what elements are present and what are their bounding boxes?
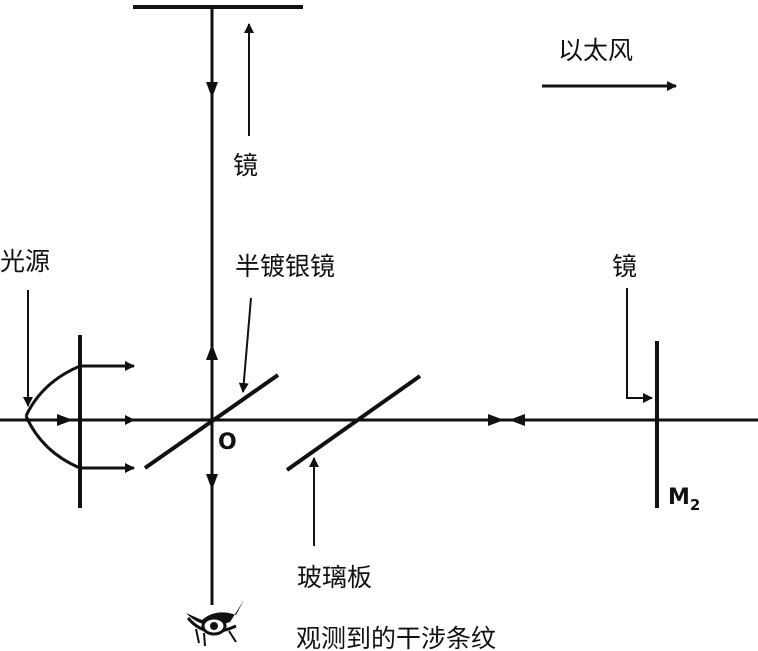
source-ray-upper-curve bbox=[24, 364, 81, 417]
ether-wind-label: 以太风 bbox=[558, 36, 633, 65]
light-source-label: 光源 bbox=[0, 247, 50, 276]
leader-right-mirror bbox=[626, 288, 653, 403]
glass-plate-label: 玻璃板 bbox=[297, 563, 372, 592]
arrow-right-to-m2 bbox=[488, 414, 504, 426]
arrow-down-upper bbox=[206, 82, 218, 98]
source-center-arrow bbox=[57, 414, 73, 426]
source-ray-lower-curve bbox=[24, 415, 81, 470]
half-silvered-mirror-label: 半镀银镜 bbox=[235, 252, 335, 281]
glass-plate bbox=[285, 374, 422, 472]
half-silvered-mirror bbox=[143, 373, 280, 470]
m2-letter: M bbox=[668, 485, 690, 510]
arrow-up-lower bbox=[206, 344, 218, 360]
arrow-down-to-eye bbox=[206, 474, 218, 490]
arrow-left-from-m2 bbox=[509, 414, 525, 426]
top-mirror-label: 镜 bbox=[233, 151, 258, 180]
right-mirror-label: 镜 bbox=[612, 252, 637, 281]
m2-label: M2 bbox=[668, 485, 700, 514]
eye-icon bbox=[186, 600, 244, 647]
origin-label: O bbox=[218, 430, 237, 455]
observed-fringes-label: 观测到的干涉条纹 bbox=[296, 624, 496, 651]
m2-subscript: 2 bbox=[690, 496, 700, 514]
leader-half-silvered bbox=[238, 297, 252, 393]
